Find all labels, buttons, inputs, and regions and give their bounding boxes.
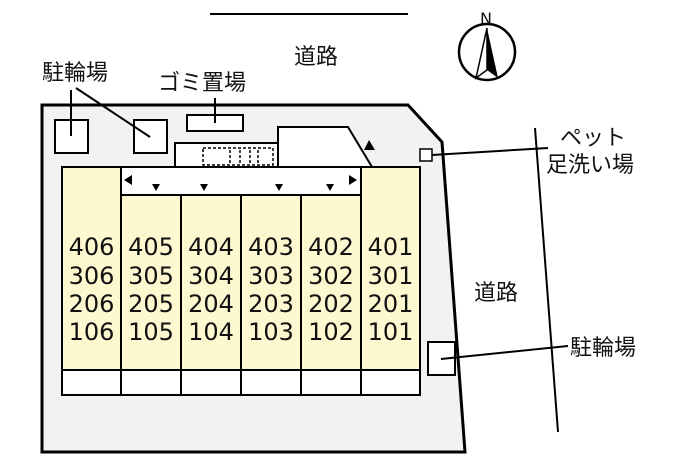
road-label-right: 道路 — [474, 281, 518, 306]
unit-number: 303 — [248, 262, 294, 290]
entrance-arrow-icon — [364, 140, 375, 150]
pet-wash-label-2: 足洗い場 — [546, 153, 634, 178]
unit-number: 104 — [188, 318, 234, 346]
unit-number: 201 — [368, 290, 414, 318]
unit-number: 401 — [368, 233, 414, 261]
unit-number: 402 — [308, 233, 354, 261]
unit-number: 304 — [188, 262, 234, 290]
north-label: N — [480, 9, 492, 28]
unit-number: 205 — [128, 290, 174, 318]
unit-number: 106 — [69, 318, 115, 346]
unit-numbers: 4063062061064053052051054043042041044033… — [69, 233, 414, 346]
unit-number: 404 — [188, 233, 234, 261]
unit-number: 203 — [248, 290, 294, 318]
road-edge-right — [534, 127, 559, 433]
bike-parking-label-right: 駐輪場 — [570, 336, 636, 361]
bike-parking-box — [133, 119, 168, 154]
unit-number: 406 — [69, 233, 115, 261]
apartment-building — [61, 166, 421, 396]
unit-number: 103 — [248, 318, 294, 346]
stair-area — [174, 142, 279, 168]
unit-number: 202 — [308, 290, 354, 318]
pet-wash-label-1: ペット — [560, 126, 626, 151]
unit-number: 206 — [69, 290, 115, 318]
unit-number: 105 — [128, 318, 174, 346]
pet-wash-box — [419, 148, 433, 162]
garbage-label: ゴミ置場 — [158, 71, 246, 96]
unit-number: 302 — [308, 262, 354, 290]
unit-number: 101 — [368, 318, 414, 346]
unit-number: 204 — [188, 290, 234, 318]
unit-number: 301 — [368, 262, 414, 290]
corridor-arrows-icon — [124, 175, 357, 191]
north-compass-icon: N — [457, 9, 517, 82]
bike-parking-label-left: 駐輪場 — [42, 61, 108, 86]
road-label-top: 道路 — [294, 45, 338, 70]
unit-number: 305 — [128, 262, 174, 290]
unit-number: 102 — [308, 318, 354, 346]
unit-number: 405 — [128, 233, 174, 261]
unit-number: 306 — [69, 262, 115, 290]
unit-number: 403 — [248, 233, 294, 261]
